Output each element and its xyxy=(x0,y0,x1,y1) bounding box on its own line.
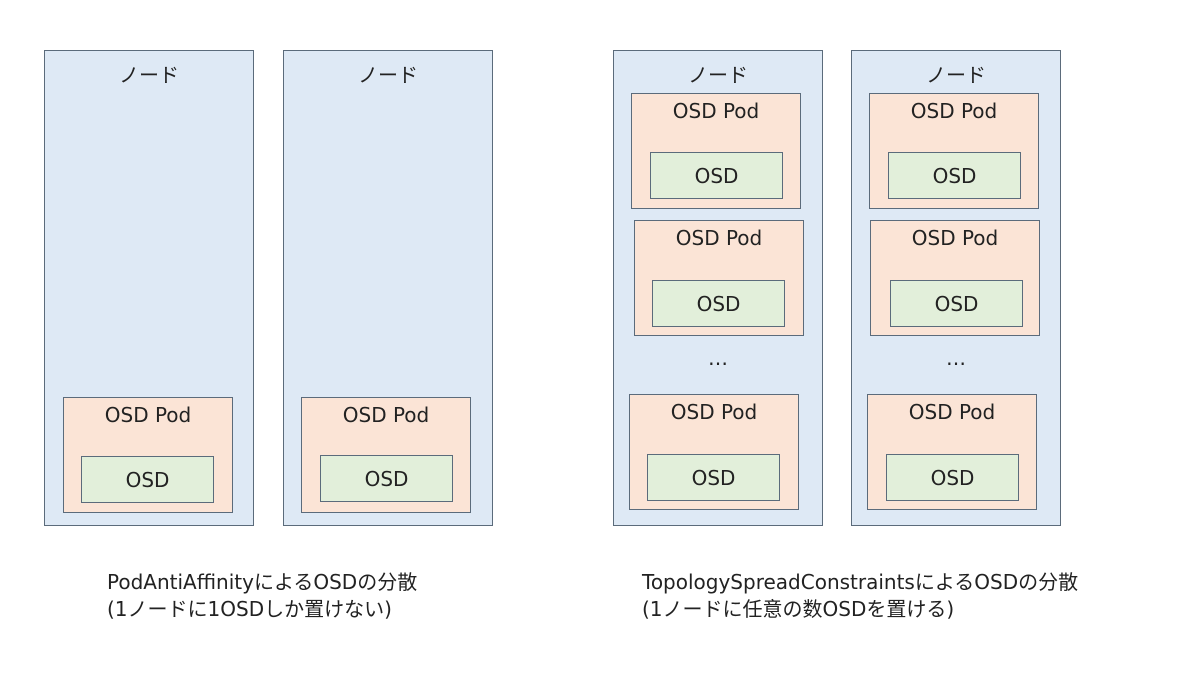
osd-pod-label: OSD Pod xyxy=(911,226,999,250)
osd-box: OSD xyxy=(888,152,1021,199)
osd-pod-label: OSD Pod xyxy=(672,99,760,123)
osd-box: OSD xyxy=(81,456,214,503)
ellipsis: … xyxy=(946,346,966,370)
osd-pod-label: OSD Pod xyxy=(675,226,763,250)
left-caption-line1: PodAntiAffinityによるOSDの分散 xyxy=(107,570,418,594)
right-caption-line1: TopologySpreadConstraintsによるOSDの分散 xyxy=(642,570,1079,594)
node-label: ノード xyxy=(119,63,179,87)
osd-pod-label: OSD Pod xyxy=(104,403,192,427)
node-label: ノード xyxy=(358,63,418,87)
left-caption: PodAntiAffinityによるOSDの分散 (1ノードに1OSDしか置けな… xyxy=(107,569,417,623)
osd-box: OSD xyxy=(652,280,785,327)
node-label: ノード xyxy=(926,63,986,87)
osd-box: OSD xyxy=(647,454,780,501)
osd-pod-label: OSD Pod xyxy=(342,403,430,427)
osd-pod-label: OSD Pod xyxy=(908,400,996,424)
osd-box: OSD xyxy=(886,454,1019,501)
osd-box: OSD xyxy=(320,455,453,502)
osd-pod-label: OSD Pod xyxy=(910,99,998,123)
ellipsis: … xyxy=(708,346,728,370)
right-caption: TopologySpreadConstraintsによるOSDの分散 (1ノード… xyxy=(642,569,1078,623)
left-caption-line2: (1ノードに1OSDしか置けない) xyxy=(107,597,392,621)
osd-box: OSD xyxy=(650,152,783,199)
node-label: ノード xyxy=(688,63,748,87)
right-caption-line2: (1ノードに任意の数OSDを置ける) xyxy=(642,597,955,621)
osd-pod-label: OSD Pod xyxy=(670,400,758,424)
osd-box: OSD xyxy=(890,280,1023,327)
